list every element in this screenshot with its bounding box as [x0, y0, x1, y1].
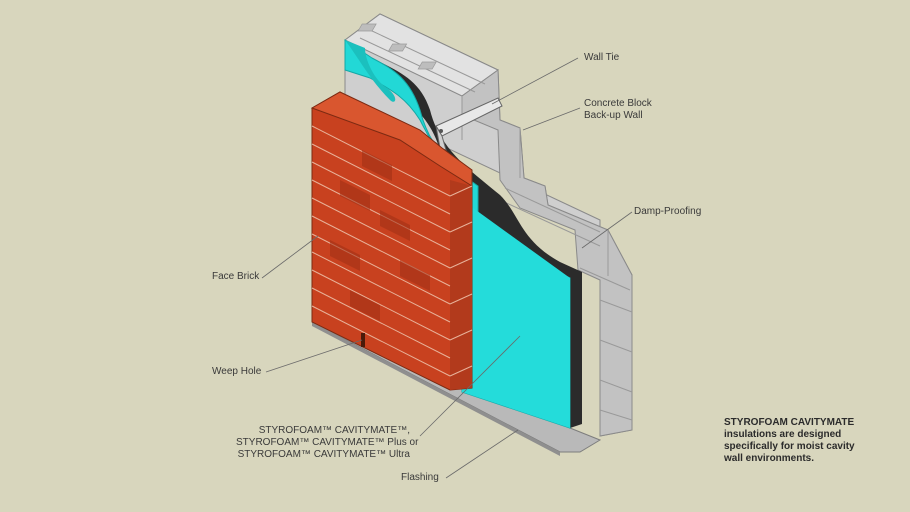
- label-insulation-line2: STYROFOAM™ CAVITYMATE™ Plus or: [236, 437, 419, 448]
- label-concrete-block-line2: Back-up Wall: [584, 110, 643, 121]
- label-wall-tie: Wall Tie: [584, 52, 620, 63]
- product-note-title: STYROFOAM CAVITYMATE: [724, 417, 855, 428]
- label-insulation-line1: STYROFOAM™ CAVITYMATE™,: [258, 425, 410, 436]
- product-note-line3: wall environments.: [724, 453, 815, 464]
- label-damp-proofing: Damp-Proofing: [634, 206, 702, 217]
- label-flashing: Flashing: [401, 472, 439, 483]
- product-note-line1: insulations are designed: [724, 429, 842, 440]
- weep-hole: [361, 333, 365, 347]
- product-note-line2: specifically for moist cavity: [724, 441, 855, 452]
- label-insulation: STYROFOAM™ CAVITYMATE™, STYROFOAM™ CAVIT…: [236, 425, 419, 461]
- product-note: STYROFOAM CAVITYMATE insulations are des…: [724, 417, 894, 465]
- leader-lines: [261, 57, 633, 479]
- label-concrete-block-line1: Concrete Block: [584, 98, 652, 109]
- concrete-block-wall: [344, 13, 633, 437]
- label-concrete-block: Concrete Block Back-up Wall: [584, 98, 652, 122]
- face-brick-wall: [310, 91, 473, 391]
- wall-tie: [435, 97, 503, 151]
- label-weep-hole: Weep Hole: [212, 366, 262, 377]
- label-face-brick: Face Brick: [212, 271, 260, 282]
- label-insulation-line3: STYROFOAM™ CAVITYMATE™ Ultra: [237, 449, 410, 460]
- insulation-board: [344, 39, 571, 429]
